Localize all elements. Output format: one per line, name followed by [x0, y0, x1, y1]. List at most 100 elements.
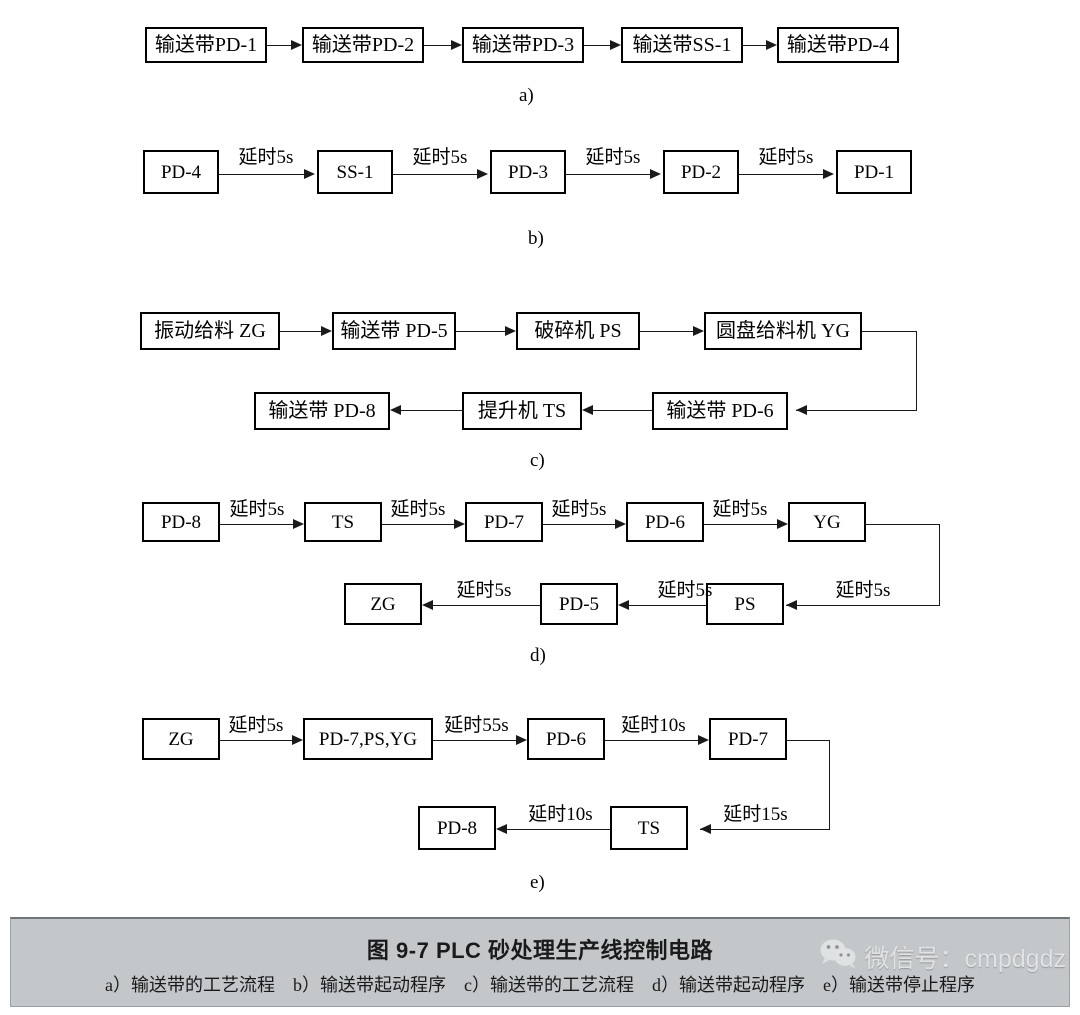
panel-a-arrowhead-2 [451, 40, 462, 50]
panel-b-edge-label-3: 延时5s [585, 147, 641, 168]
panel-d-edge-label-6: 延时5s [657, 580, 713, 601]
panel-d-edge-label-7: 延时5s [456, 580, 512, 601]
panel-d-connector-6 [433, 605, 540, 606]
panel-c-wrap-vertical [916, 331, 917, 411]
panel-e-box-pd7: PD-7 [709, 718, 787, 760]
panel-b-edge-label-2: 延时5s [412, 147, 468, 168]
panel-b-arrowhead-3 [650, 169, 661, 179]
panel-e-connector-4 [507, 829, 610, 830]
panel-a-arrowhead-1 [291, 40, 302, 50]
panel-d-arrowhead-2 [454, 519, 465, 529]
panel-c-box-zg: 振动给料 ZG [140, 312, 280, 350]
panel-d-wrap-arrowhead [786, 600, 797, 610]
panel-c-arrowhead-2 [505, 326, 516, 336]
panel-c-arrowhead-4 [582, 405, 593, 415]
panel-b-connector-4 [739, 174, 823, 175]
panel-c-connector-1 [280, 331, 321, 332]
panel-d-edge-label-5: 延时5s [835, 580, 891, 601]
panel-d-connector-3 [543, 524, 615, 525]
panel-d-connector-1 [220, 524, 293, 525]
panel-c-wrap-bottom [796, 410, 917, 411]
panel-c-connector-2 [456, 331, 505, 332]
panel-c-arrowhead-1 [321, 326, 332, 336]
sublabel-e: e) [530, 872, 545, 893]
panel-b-edge-label-4: 延时5s [758, 147, 814, 168]
panel-d-connector-2 [382, 524, 454, 525]
sublabel-c: c) [530, 450, 545, 471]
panel-d-arrowhead-5 [618, 600, 629, 610]
panel-c-box-yg: 圆盘给料机 YG [704, 312, 862, 350]
panel-c-box-ts: 提升机 TS [462, 392, 582, 430]
panel-e-arrowhead-3 [698, 735, 709, 745]
panel-c-connector-5 [401, 410, 462, 411]
panel-d-connector-4 [704, 524, 777, 525]
figure-caption-bar: 图 9-7 PLC 砂处理生产线控制电路 a）输送带的工艺流程 b）输送带起动程… [10, 917, 1070, 1007]
panel-d-edge-label-3: 延时5s [551, 499, 607, 520]
panel-e-edge-label-4: 延时10s [528, 804, 593, 825]
panel-e-connector-2 [433, 740, 516, 741]
panel-b-box-3: PD-3 [490, 150, 566, 194]
panel-a-box-5: 输送带PD-4 [777, 27, 899, 63]
panel-c-arrowhead-5 [390, 405, 401, 415]
panel-c-box-ps: 破碎机 PS [516, 312, 640, 350]
panel-e-box-ts: TS [610, 806, 688, 850]
panel-e-wrap-vertical [829, 740, 830, 830]
panel-e-wrap-arrowhead [700, 824, 711, 834]
panel-c-connector-3 [640, 331, 693, 332]
panel-c-box-pd6: 输送带 PD-6 [652, 392, 788, 430]
panel-b-connector-2 [393, 174, 477, 175]
panel-d-box-pd8: PD-8 [142, 502, 220, 542]
panel-c-wrap-top [862, 331, 917, 332]
panel-e-wrap-top [787, 740, 830, 741]
panel-d-edge-label-1: 延时5s [229, 499, 285, 520]
sublabel-a: a) [519, 85, 534, 106]
panel-b-box-1: PD-4 [143, 150, 219, 194]
panel-a-connector-4 [743, 45, 766, 46]
panel-e-connector-3 [605, 740, 698, 741]
panel-d-box-zg: ZG [344, 583, 422, 625]
panel-e-connector-1 [220, 740, 292, 741]
panel-d-edge-label-2: 延时5s [390, 499, 446, 520]
panel-e-edge-label-1: 延时5s [228, 715, 284, 736]
panel-d-edge-label-4: 延时5s [712, 499, 768, 520]
panel-a-box-3: 输送带PD-3 [462, 27, 584, 63]
panel-e-box-pd6: PD-6 [527, 718, 605, 760]
panel-d-wrap-top [866, 524, 940, 525]
panel-b-connector-3 [566, 174, 650, 175]
panel-a-box-1: 输送带PD-1 [145, 27, 267, 63]
panel-c-box-pd5: 输送带 PD-5 [332, 312, 456, 350]
panel-c-connector-4 [593, 410, 652, 411]
panel-d-box-ts: TS [304, 502, 382, 542]
panel-d-box-pd5: PD-5 [540, 583, 618, 625]
panel-e-arrowhead-2 [516, 735, 527, 745]
panel-d-arrowhead-4 [777, 519, 788, 529]
panel-b-arrowhead-4 [823, 169, 834, 179]
panel-b-arrowhead-1 [304, 169, 315, 179]
panel-c-box-pd8: 输送带 PD-8 [254, 392, 390, 430]
panel-d-arrowhead-3 [615, 519, 626, 529]
panel-d-wrap-vertical [939, 524, 940, 606]
sublabel-d: d) [530, 645, 546, 666]
panel-a-connector-2 [424, 45, 451, 46]
panel-d-wrap-bottom [786, 605, 940, 606]
panel-d-arrowhead-1 [293, 519, 304, 529]
panel-a-box-2: 输送带PD-2 [302, 27, 424, 63]
panel-d-connector-5 [629, 605, 706, 606]
panel-b-box-5: PD-1 [836, 150, 912, 194]
panel-d-box-yg: YG [788, 502, 866, 542]
panel-c-arrowhead-3 [693, 326, 704, 336]
panel-a-arrowhead-4 [766, 40, 777, 50]
panel-a-connector-1 [267, 45, 291, 46]
panel-e-edge-label-5: 延时15s [723, 804, 788, 825]
panel-e-box-zg: ZG [142, 718, 220, 760]
panel-b-box-4: PD-2 [663, 150, 739, 194]
panel-a-connector-3 [584, 45, 610, 46]
panel-e-edge-label-3: 延时10s [621, 715, 686, 736]
panel-e-arrowhead-1 [292, 735, 303, 745]
panel-b-edge-label-1: 延时5s [238, 147, 294, 168]
panel-d-box-pd7: PD-7 [465, 502, 543, 542]
panel-a-box-4: 输送带SS-1 [621, 27, 743, 63]
panel-e-wrap-bottom [700, 829, 830, 830]
figure-caption-subtitle: a）输送带的工艺流程 b）输送带起动程序 c）输送带的工艺流程 d）输送带起动程… [105, 975, 975, 995]
